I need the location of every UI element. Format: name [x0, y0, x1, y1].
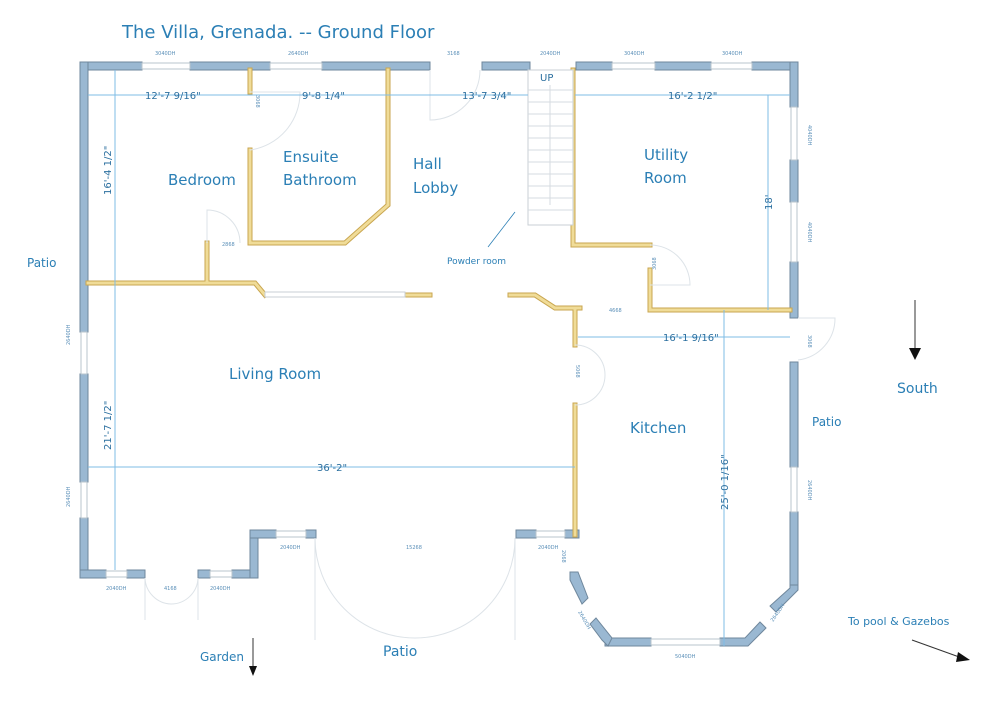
- opening-label: 2640DH: [66, 324, 72, 345]
- dimension-lines: [88, 70, 790, 646]
- opening-label: 3068: [254, 95, 260, 108]
- garden-arrow-icon: [249, 666, 257, 676]
- opening-label: 3040DH: [155, 51, 176, 57]
- opening-label: 3040DH: [624, 51, 645, 57]
- dim-living-width: 36'-2": [317, 463, 347, 474]
- south-arrow-icon: [909, 348, 921, 360]
- opening-label: 2068: [560, 550, 566, 563]
- opening-label: 4040DH: [806, 125, 812, 146]
- room-label-powder: Powder room: [447, 257, 506, 267]
- room-label-lobby: Lobby: [413, 179, 458, 197]
- label-patio-east: Patio: [812, 415, 841, 429]
- opening-label: 15268: [406, 545, 422, 551]
- label-garden: Garden: [200, 650, 244, 664]
- opening-label: 4168: [164, 586, 177, 592]
- label-south: South: [897, 381, 938, 397]
- opening-label: 2868: [222, 242, 235, 248]
- dim-utility-width: 16'-2 1/2": [668, 91, 717, 102]
- opening-label: 2040DH: [540, 51, 561, 57]
- opening-label: 2640DH: [66, 486, 72, 507]
- opening-label: 2640DH: [288, 51, 309, 57]
- page-title: The Villa, Grenada. -- Ground Floor: [121, 22, 435, 43]
- label-patio-north: Patio: [383, 644, 417, 660]
- opening-label: 4040DH: [806, 222, 812, 243]
- opening-label: 2640DH: [576, 610, 591, 631]
- opening-label: 2040DH: [280, 545, 301, 551]
- label-pool: To pool & Gazebos: [847, 615, 950, 628]
- opening-label: 5040DH: [675, 654, 696, 660]
- room-label-ensuite: Ensuite: [283, 148, 339, 166]
- dim-kitchen-width: 16'-1 9/16": [663, 333, 719, 344]
- dim-bath-width: 9'-8 1/4": [302, 91, 345, 102]
- room-label-utility: Utility: [644, 146, 688, 164]
- direction-arrows: [249, 211, 970, 676]
- opening-label: 2040DH: [538, 545, 559, 551]
- opening-label: 3168: [447, 51, 460, 57]
- opening-label: 3068: [652, 257, 658, 270]
- exterior-walls: [79, 61, 799, 647]
- staircase: [527, 69, 574, 226]
- dim-hall-width: 13'-7 3/4": [462, 91, 511, 102]
- dim-bedroom-width: 12'-7 9/16": [145, 91, 201, 102]
- interior-walls: [85, 67, 793, 538]
- opening-label: 5068: [574, 365, 580, 378]
- opening-label: 3068: [806, 335, 812, 348]
- door-swings: [144, 69, 836, 640]
- dim-kitchen-depth: 25'-0 1/16": [720, 454, 731, 510]
- room-label-utility-2: Room: [644, 169, 687, 187]
- room-label-living: Living Room: [229, 365, 321, 383]
- opening-label: 3040DH: [722, 51, 743, 57]
- dim-living-depth: 21'-7 1/2": [103, 401, 114, 450]
- stair-up-label: UP: [540, 73, 553, 84]
- dim-utility-depth: 18': [764, 195, 775, 210]
- pool-arrow-icon: [956, 652, 970, 662]
- room-label-bedroom: Bedroom: [168, 171, 236, 189]
- room-label-kitchen: Kitchen: [630, 419, 686, 437]
- opening-label: 2040DH: [210, 586, 231, 592]
- label-patio-west: Patio: [27, 256, 56, 270]
- dim-bedroom-depth: 16'-4 1/2": [103, 146, 114, 195]
- opening-label: 2640DH: [806, 480, 812, 501]
- opening-label: 2040DH: [106, 586, 127, 592]
- opening-label: 4668: [609, 308, 622, 314]
- room-label-ensuite-2: Bathroom: [283, 171, 357, 189]
- room-label-hall: Hall: [413, 155, 442, 173]
